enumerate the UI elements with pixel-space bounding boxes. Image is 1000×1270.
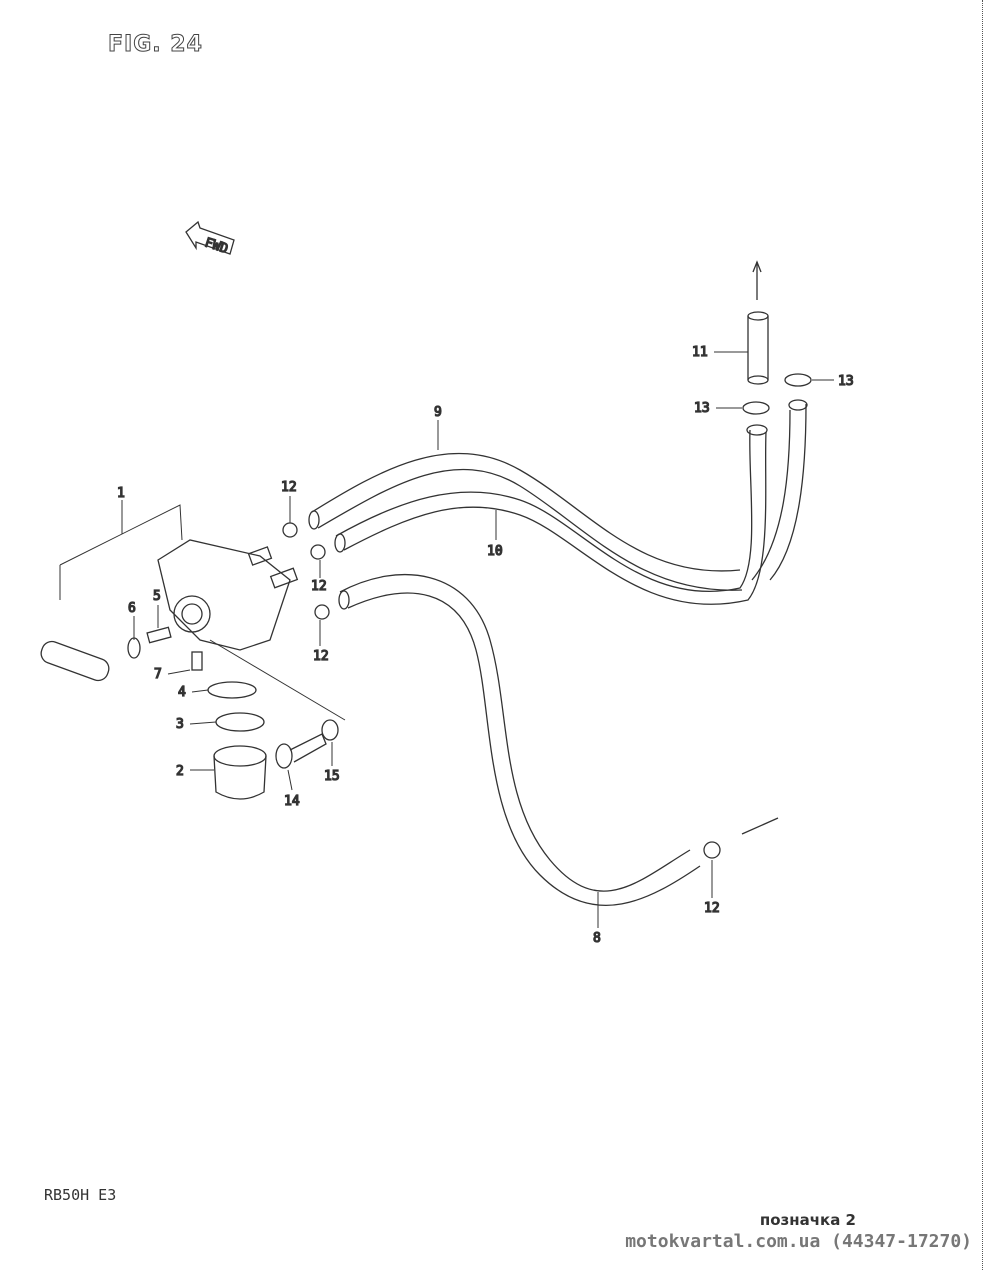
hose-9-right	[746, 399, 808, 581]
callout-13b: 13	[838, 374, 854, 389]
clamp-13-left	[742, 401, 770, 415]
clamp-12-c	[314, 604, 330, 620]
screw-14	[275, 733, 327, 769]
svg-text:FWD: FWD	[203, 236, 230, 258]
hose-9-upper	[311, 452, 743, 591]
model-code: RB50H E3	[44, 1186, 117, 1204]
callout-3: 3	[176, 717, 184, 732]
callout-10: 10	[487, 544, 503, 559]
fwd-arrow-icon: FWD	[185, 220, 235, 258]
leader-lines	[59, 351, 834, 928]
hose-10	[335, 429, 767, 605]
callout-15: 15	[324, 769, 340, 784]
figure-title: FIG. 24	[108, 32, 203, 58]
callout-12a: 12	[281, 480, 297, 495]
callout-12b: 12	[311, 579, 327, 594]
callout-13a: 13	[694, 401, 710, 416]
page-border	[982, 0, 983, 1270]
callout-6: 6	[128, 601, 136, 616]
spring-5	[146, 626, 172, 644]
callout-12d: 12	[704, 901, 720, 916]
hose-8	[308, 510, 701, 907]
footer-note: позначка 2	[759, 1211, 856, 1229]
screw-7	[191, 651, 203, 671]
o-ring-6	[127, 637, 141, 659]
callout-7: 7	[154, 667, 162, 682]
gasket-3	[215, 712, 265, 732]
clamp-12-a	[282, 522, 298, 538]
clamp-13-right	[784, 373, 812, 387]
callout-4: 4	[178, 685, 186, 700]
washer-15	[321, 719, 339, 741]
clamp-12-d	[703, 841, 721, 859]
callout-8: 8	[593, 931, 601, 946]
cup-2	[213, 745, 267, 800]
callout-11: 11	[692, 345, 708, 360]
callout-12c: 12	[313, 649, 329, 664]
callout-2: 2	[176, 764, 184, 779]
callout-9: 9	[434, 405, 442, 420]
footer-site-link[interactable]: motokvartal.com.ua (44347-17270)	[625, 1231, 972, 1252]
filter-4	[207, 681, 257, 699]
callout-14: 14	[284, 794, 300, 809]
hose-end-pointer	[741, 817, 779, 835]
callout-1: 1	[117, 486, 125, 501]
clamp-12-b	[310, 544, 326, 560]
fitting-11	[747, 260, 769, 385]
callout-5: 5	[153, 589, 161, 604]
fuel-cock-body	[40, 539, 299, 682]
